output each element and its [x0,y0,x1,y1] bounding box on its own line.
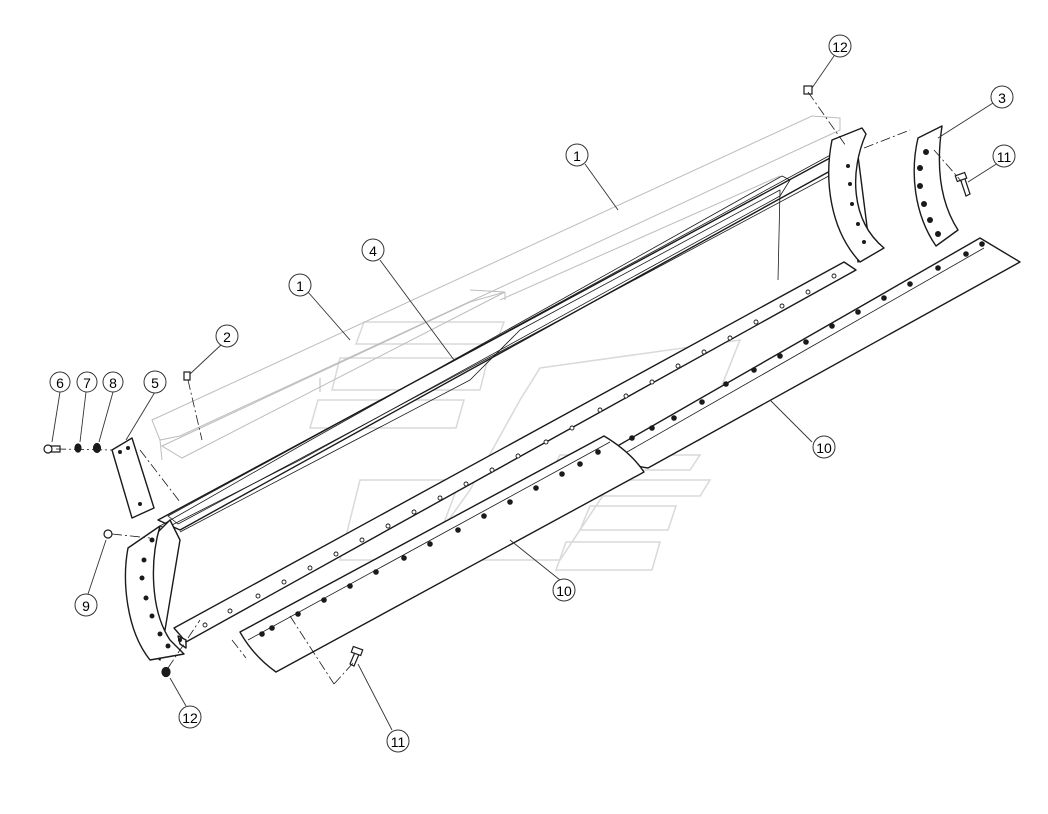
callout-10-lower: 10 [552,578,576,602]
moldboard-rear-ghost [151,115,841,461]
svg-text:6: 6 [56,375,64,391]
part-10-lower-holes [259,449,601,637]
part-7-washer [74,443,82,453]
callout-1-top: 1 [565,143,589,167]
svg-text:12: 12 [182,710,198,726]
callout-12-top: 12 [828,34,852,58]
part-12-nut-bottom [161,666,171,678]
svg-text:4: 4 [369,243,377,259]
callout-7: 7 [76,371,98,393]
callout-balloons: 12 3 1 11 4 1 2 6 [49,34,1016,753]
part-3-holes [917,149,941,237]
svg-text:12: 12 [832,39,848,55]
svg-text:10: 10 [816,440,832,456]
part-9-bolt [103,529,113,539]
callout-9: 9 [74,593,98,617]
part-5-bracket [111,437,155,519]
assembly-centerlines [55,91,963,685]
part-5-holes [118,446,142,506]
callout-1-mid: 1 [288,273,312,297]
callout-5: 5 [143,370,167,394]
callout-12-bottom: 12 [178,705,202,729]
svg-text:5: 5 [151,375,159,391]
part-12-nut-top [803,85,813,95]
part-8-nut [92,442,102,454]
callout-11-bottom: 11 [386,729,410,753]
cutting-edge-strip [173,261,857,649]
svg-text:1: 1 [573,148,581,164]
end-plate-left [124,525,185,661]
svg-text:10: 10 [556,583,572,599]
svg-text:3: 3 [998,90,1006,106]
callout-11-top: 11 [992,144,1016,168]
part-10-upper-holes [629,241,985,441]
svg-text:8: 8 [109,375,117,391]
part-10-wear-strip-lower [239,435,645,673]
part-3-side-plate [913,125,959,247]
callout-6: 6 [49,371,71,393]
svg-text:11: 11 [391,734,406,750]
svg-text:1: 1 [296,278,304,294]
end-plate-right-fixed-holes [846,164,866,244]
callout-4: 4 [361,238,385,262]
svg-text:11: 11 [997,149,1012,165]
svg-text:9: 9 [82,598,90,614]
svg-text:2: 2 [223,329,231,345]
end-plate-left-holes [139,537,182,649]
cutting-edge-holes [202,273,837,628]
callout-10-right: 10 [812,435,836,459]
callout-leaders [51,55,999,731]
end-plate-right-fixed [828,127,885,263]
part-2-bolt [183,371,191,381]
callout-3: 3 [990,85,1014,109]
callout-2: 2 [215,324,239,348]
svg-text:7: 7 [83,375,91,391]
part-10-wear-strip-upper [613,237,1021,469]
callout-8: 8 [102,371,124,393]
